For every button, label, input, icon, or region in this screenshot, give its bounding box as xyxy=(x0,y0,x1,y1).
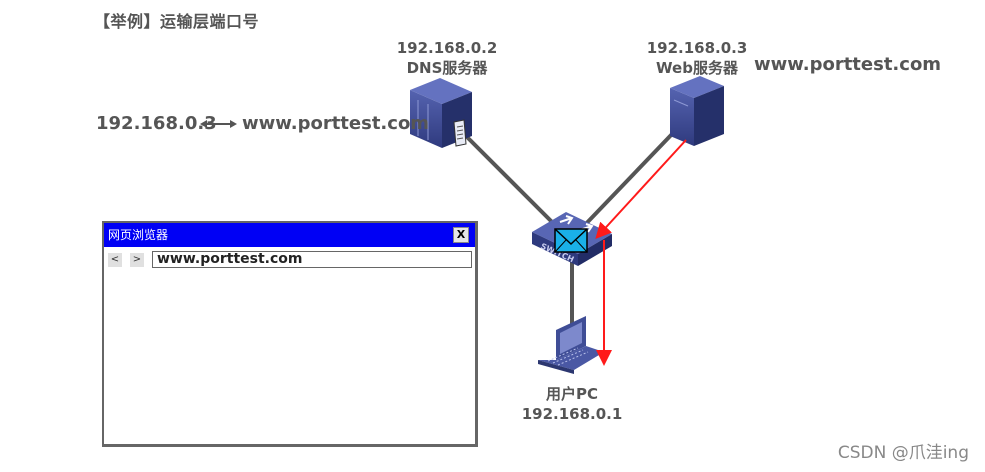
browser-window: 网页浏览器 X < > www.porttest.com xyxy=(102,221,478,447)
back-button[interactable]: < xyxy=(108,253,122,267)
user-pc-icon xyxy=(538,316,604,374)
web-server-name: Web服务器 xyxy=(656,59,738,77)
response-arrow-web-to-switch xyxy=(595,139,687,239)
close-button[interactable]: X xyxy=(453,227,469,243)
envelope-icon xyxy=(554,228,588,253)
bidirectional-arrow-icon xyxy=(200,120,237,128)
browser-title: 网页浏览器 xyxy=(108,228,169,242)
web-server-ip: 192.168.0.3 xyxy=(646,39,748,57)
dns-mapping-ip: 192.168.0.3 xyxy=(96,113,217,134)
user-pc-label: 用户PC 192.168.0.1 xyxy=(516,384,628,424)
page-title: 【举例】运输层端口号 xyxy=(94,12,260,31)
browser-toolbar: < > www.porttest.com xyxy=(104,247,475,273)
dns-server-label: 192.168.0.2 DNS服务器 xyxy=(392,38,502,78)
user-pc-ip: 192.168.0.1 xyxy=(521,405,623,423)
web-server-domain: www.porttest.com xyxy=(754,54,942,75)
address-bar[interactable]: www.porttest.com xyxy=(152,251,472,268)
user-pc-name: 用户PC xyxy=(545,385,598,403)
watermark: CSDN @爪洼ing xyxy=(837,443,969,463)
dns-mapping-domain: www.porttest.com xyxy=(242,113,430,134)
dns-server-icon xyxy=(410,78,472,148)
web-server-label: 192.168.0.3 Web服务器 xyxy=(642,38,752,78)
forward-button[interactable]: > xyxy=(130,253,144,267)
browser-titlebar: 网页浏览器 X xyxy=(104,223,475,247)
dns-server-ip: 192.168.0.2 xyxy=(396,39,498,57)
web-server-icon xyxy=(670,76,724,146)
link-web-switch xyxy=(578,130,676,232)
link-dns-switch xyxy=(458,128,564,234)
dns-server-name: DNS服务器 xyxy=(406,59,488,77)
